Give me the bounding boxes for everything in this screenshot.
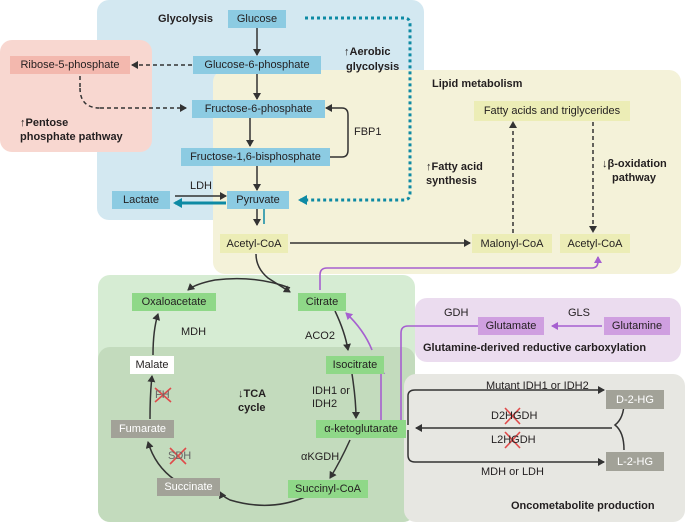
node-acetyl-coa-1[interactable]: Acetyl-CoA (220, 234, 288, 253)
arrow-fbp1 (325, 104, 349, 158)
inhibition-crosses (154, 387, 521, 465)
enzyme-idh-2: IDH2 (312, 398, 338, 410)
enzyme-mdh: MDH (181, 326, 207, 338)
node-glutamate[interactable]: Glutamate (478, 317, 544, 335)
tca-label-2: cycle (238, 402, 266, 414)
arrow-malate-oxaloacetate (152, 313, 161, 356)
node-succinyl-coa[interactable]: Succinyl-CoA (288, 480, 368, 498)
node-glucose[interactable]: Glucose (228, 10, 286, 28)
arrow-oxaloacetate-citrate (187, 277, 291, 291)
node-malonyl-coa[interactable]: Malonyl-CoA (472, 234, 552, 253)
arrow-succinate-fumarate (145, 441, 176, 481)
enzyme-idh-1: IDH1 or (312, 385, 350, 397)
aerobic-glycolysis-label-2: glycolysis (346, 61, 400, 73)
pentose-label-2: phosphate pathway (20, 131, 123, 143)
node-glucose-6-phosphate[interactable]: Glucose-6-phosphate (193, 56, 321, 74)
enzyme-akgdh: αKGDH (301, 451, 340, 463)
node-oxaloacetate[interactable]: Oxaloacetate (132, 293, 216, 311)
aerobic-glycolysis-label-1: ↑Aerobic (344, 46, 391, 58)
node-acetyl-coa-2[interactable]: Acetyl-CoA (560, 234, 630, 253)
arrow-akg-succinylcoa (329, 439, 351, 479)
node-malate[interactable]: Malate (130, 356, 174, 374)
node-fumarate[interactable]: Fumarate (111, 420, 174, 438)
enzyme-mutant-idh: Mutant IDH1 or IDH2 (486, 380, 589, 392)
enzyme-gls: GLS (568, 307, 591, 319)
glutamine-title: Glutamine-derived reductive carboxylatio… (423, 342, 647, 354)
tca-label-1: ↓TCA (238, 388, 267, 400)
enzyme-mdh-or-ldh: MDH or LDH (481, 466, 544, 478)
beta-oxidation-label-1: ↓β-oxidation (602, 158, 667, 170)
node-succinate[interactable]: Succinate (157, 478, 220, 496)
node-l-2-hg[interactable]: L-2-HG (606, 452, 664, 471)
arrow-fumarate-malate (147, 375, 156, 420)
arrow-succinylcoa-succinate (219, 491, 306, 507)
enzyme-fbp1: FBP1 (354, 126, 382, 138)
enzyme-l2hgdh: L2HGDH (491, 434, 536, 446)
node-lactate[interactable]: Lactate (112, 191, 170, 209)
arrow-acetylcoa-citrate (255, 253, 291, 293)
pentose-label-1: ↑Pentose (20, 117, 69, 129)
node-citrate[interactable]: Citrate (298, 293, 346, 311)
arrow-citrate-isocitrate (334, 310, 351, 351)
node-d-2-hg[interactable]: D-2-HG (606, 390, 664, 409)
arrow-akg-d2hg (407, 386, 605, 425)
beta-oxidation-label-2: pathway (612, 172, 657, 184)
node-fructose-6-phosphate[interactable]: Fructose-6-phosphate (192, 100, 325, 118)
fatty-acid-synthesis-label-1: ↑Fatty acid (426, 161, 483, 173)
oncometabolite-title: Oncometabolite production (511, 500, 655, 512)
arrow-citrate-acetylcoa (319, 256, 602, 290)
arrow-aerobic-glycolysis (298, 16, 412, 205)
arrow-isocitrate-citrate (345, 312, 373, 351)
node-ribose-5-phosphate[interactable]: Ribose-5-phosphate (10, 56, 130, 74)
arrow-isocitrate-akg (351, 373, 360, 419)
node-pyruvate[interactable]: Pyruvate (227, 191, 289, 209)
enzyme-sdh: SDH (168, 450, 192, 462)
enzyme-fh: FH (155, 389, 170, 401)
glycolysis-title: Glycolysis (158, 13, 214, 25)
node-alpha-ketoglutarate[interactable]: α-ketoglutarate (316, 420, 406, 438)
node-fructose-1-6-bisphosphate[interactable]: Fructose-1,6-bisphosphate (181, 148, 330, 166)
enzyme-d2hgdh: D2HGDH (491, 410, 538, 422)
node-glutamine[interactable]: Glutamine (604, 317, 670, 335)
enzyme-ldh: LDH (190, 180, 213, 192)
arrow-akg-l2hg (407, 430, 605, 466)
enzyme-gdh: GDH (444, 307, 469, 319)
fatty-acid-synthesis-label-2: synthesis (426, 175, 477, 187)
lipid-title: Lipid metabolism (432, 78, 523, 90)
enzyme-aco2: ACO2 (305, 330, 335, 342)
node-fatty-acids[interactable]: Fatty acids and triglycerides (474, 101, 630, 121)
node-isocitrate[interactable]: Isocitrate (326, 356, 384, 374)
